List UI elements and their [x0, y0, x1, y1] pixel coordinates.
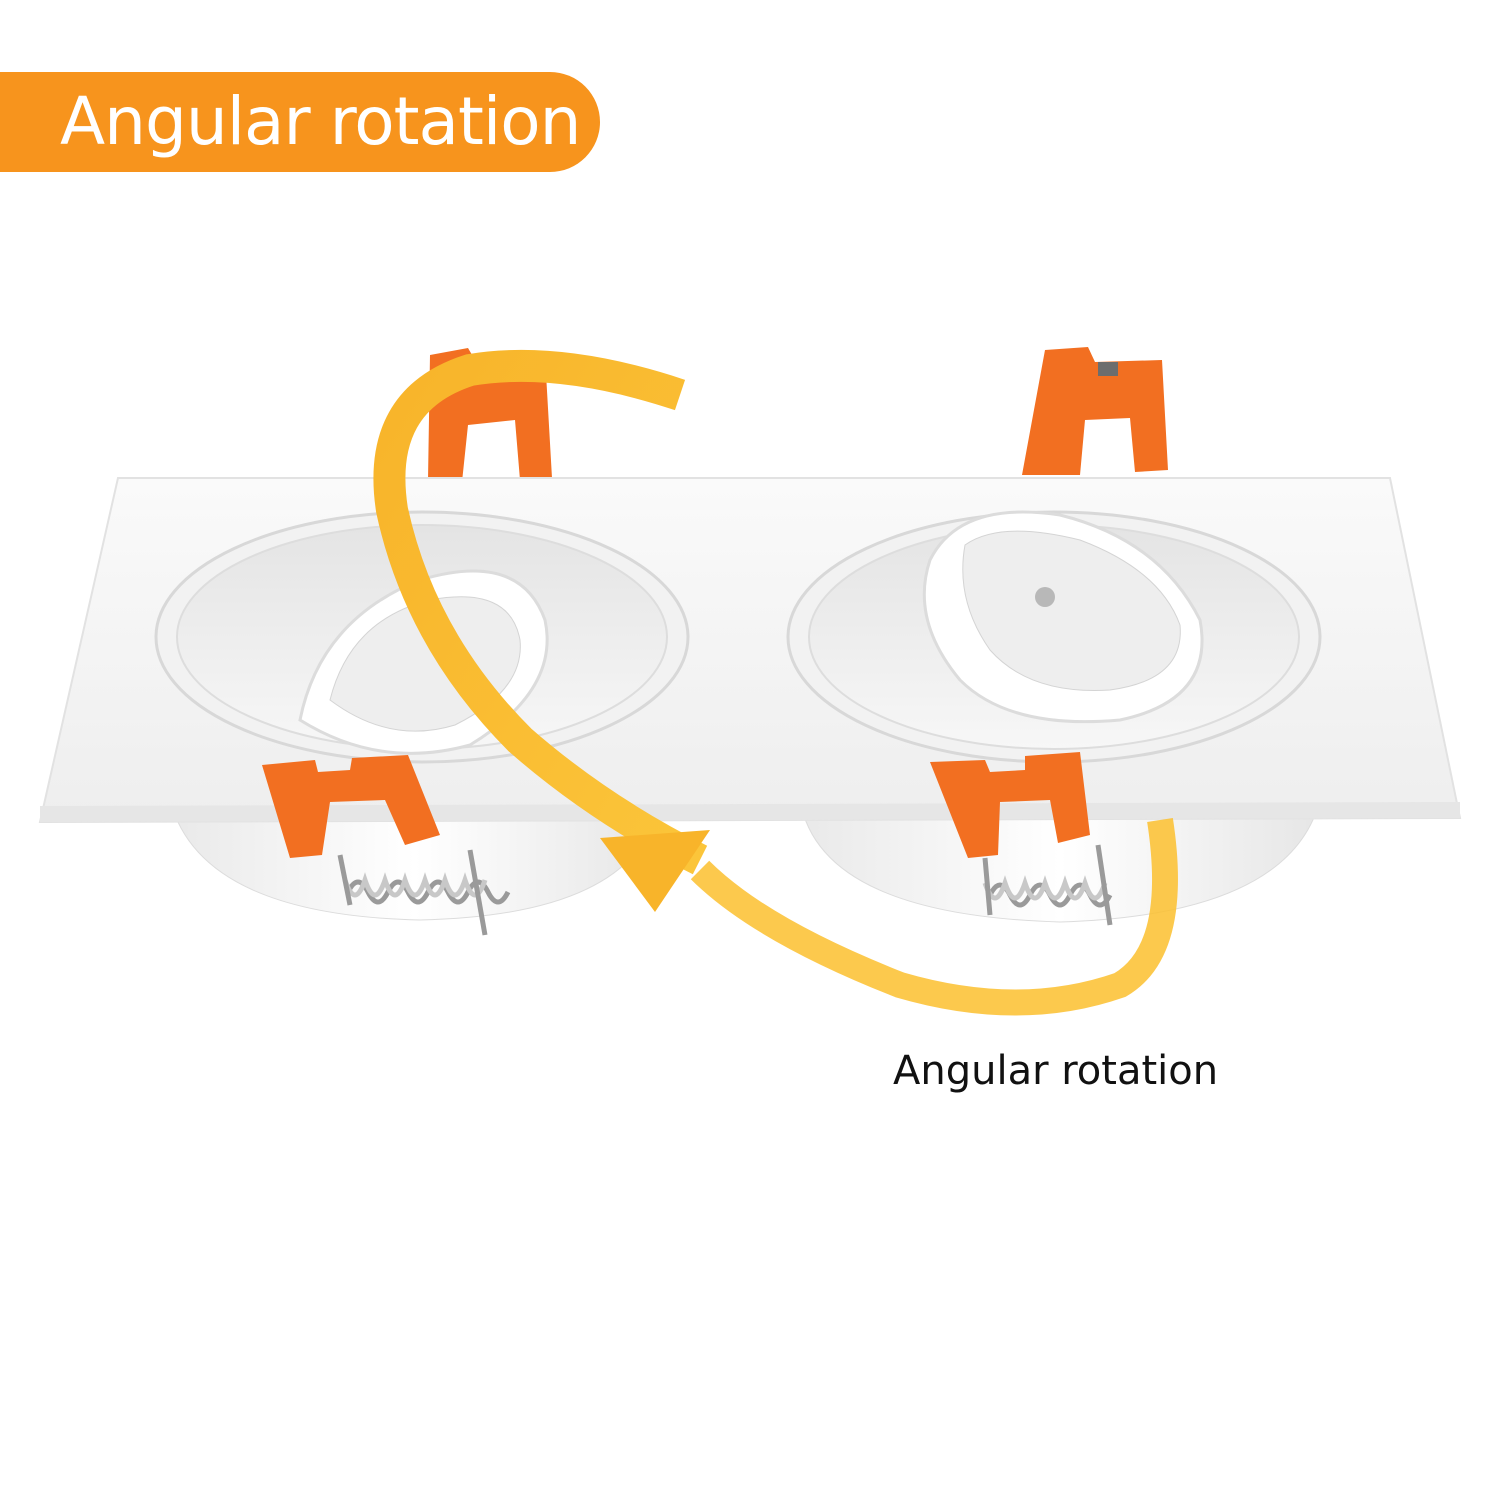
right-cup [799, 799, 1321, 923]
caption-text: Angular rotation [893, 1048, 1219, 1094]
back-clip-right [1022, 347, 1168, 475]
title-banner: Angular rotation [0, 72, 600, 172]
front-clip-right [930, 752, 1090, 858]
product-illustration [38, 347, 1462, 1016]
right-lamp-holder [786, 510, 1322, 764]
banner-title: Angular rotation [60, 83, 581, 160]
front-clip-left [262, 755, 440, 858]
spring-clip-icon [337, 844, 1113, 936]
left-lamp-holder [154, 510, 690, 764]
rotation-arrow-icon [373, 349, 1178, 1016]
